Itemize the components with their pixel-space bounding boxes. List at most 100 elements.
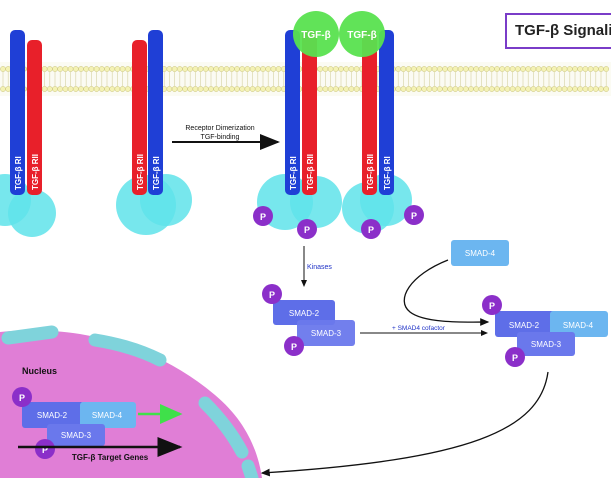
lipid-head xyxy=(598,66,604,72)
lipid-head xyxy=(265,66,272,72)
lipid-head xyxy=(57,66,64,72)
lipid-head xyxy=(41,86,48,92)
lipid-head xyxy=(577,66,584,72)
lipid-head xyxy=(322,66,329,72)
lipid-head xyxy=(416,66,422,72)
lipid-head xyxy=(603,66,610,72)
lipid-head xyxy=(46,66,53,72)
kinase-domain xyxy=(8,189,56,237)
lipid-head xyxy=(410,86,417,92)
svg-text:SMAD-4: SMAD-4 xyxy=(92,411,123,420)
lipid-head xyxy=(322,86,329,92)
lipid-head xyxy=(442,86,448,92)
lipid-head xyxy=(98,66,105,72)
receptor-ri-3: TGF-β RI xyxy=(285,30,300,195)
lipid-head xyxy=(182,66,188,72)
lipid-head xyxy=(327,86,334,92)
lipid-head xyxy=(561,66,568,72)
lipid-head xyxy=(124,66,131,72)
phospho-icon xyxy=(297,219,317,239)
lipid-head xyxy=(546,66,552,72)
tgf-beta-ligand-2: TGF-β xyxy=(339,11,385,57)
dimerization-label-2: TGF-binding xyxy=(201,134,240,141)
lipid-head xyxy=(457,66,464,72)
lipid-head xyxy=(540,66,547,72)
lipid-head xyxy=(218,86,225,92)
lipid-head xyxy=(275,66,282,72)
lipid-head xyxy=(72,66,79,72)
lipid-head xyxy=(473,66,480,72)
phospho-icon xyxy=(404,205,424,225)
lipid-head xyxy=(249,86,256,92)
lipid-head xyxy=(473,86,480,92)
lipid-head xyxy=(452,86,459,92)
lipid-head xyxy=(343,66,350,72)
smad2-smad4-smad3-complex: SMAD-2 SMAD-4 SMAD-3 P P xyxy=(482,295,608,367)
lipid-head xyxy=(119,86,126,92)
lipid-head xyxy=(218,66,225,72)
lipid-head xyxy=(338,66,344,72)
lipid-head xyxy=(192,66,199,72)
lipid-head xyxy=(332,86,339,92)
lipid-head xyxy=(124,86,131,92)
svg-text:P: P xyxy=(291,342,297,352)
lipid-head xyxy=(488,66,495,72)
svg-text:P: P xyxy=(42,445,48,455)
lipid-head xyxy=(447,66,454,72)
lipid-head xyxy=(546,86,552,92)
lipid-head xyxy=(348,86,355,92)
lipid-head xyxy=(551,66,558,72)
nuclear-smad-complex: SMAD-2 SMAD-4 SMAD-3 P P TGF-β Target Ge… xyxy=(12,387,183,462)
smad4-recruit-arrow xyxy=(403,259,490,326)
receptor-rii-3-label: TGF-β RII xyxy=(306,154,315,190)
lipid-head xyxy=(520,66,526,72)
lipid-head xyxy=(488,86,495,92)
lipid-head xyxy=(436,66,443,72)
lipid-head xyxy=(462,86,469,92)
lipid-head xyxy=(587,66,594,72)
lipid-head xyxy=(88,66,95,72)
lipid-head xyxy=(62,66,69,72)
svg-text:SMAD-3: SMAD-3 xyxy=(311,329,342,338)
lipid-head xyxy=(83,86,90,92)
lipid-head xyxy=(587,86,594,92)
lipid-head xyxy=(171,86,178,92)
phospho-icon xyxy=(253,206,273,226)
lipid-head xyxy=(234,66,240,72)
lipid-head xyxy=(478,66,485,72)
lipid-head xyxy=(478,86,485,92)
lipid-head xyxy=(78,86,84,92)
lipid-head xyxy=(514,66,521,72)
lipid-head xyxy=(187,86,194,92)
target-genes-label: TGF-β Target Genes xyxy=(72,453,149,462)
receptor-ri-4: TGF-β RI xyxy=(379,30,394,195)
lipid-head xyxy=(535,66,542,72)
lipid-head xyxy=(405,66,412,72)
dimerization-label-1: Receptor Dimerization xyxy=(185,125,254,132)
lipid-head xyxy=(187,66,194,72)
svg-text:P: P xyxy=(512,353,518,363)
lipid-head xyxy=(239,66,246,72)
lipid-head xyxy=(208,66,214,72)
lipid-head xyxy=(0,66,6,72)
lipid-head xyxy=(504,86,511,92)
lipid-head xyxy=(249,66,256,72)
lipid-head xyxy=(483,66,490,72)
svg-text:SMAD-2: SMAD-2 xyxy=(289,309,320,318)
lipid-head xyxy=(431,86,438,92)
lipid-head xyxy=(270,66,277,72)
lipid-head xyxy=(535,86,542,92)
lipid-head xyxy=(109,66,116,72)
lipid-head xyxy=(499,66,506,72)
receptor-ri-2: TGF-β RI xyxy=(148,30,163,195)
lipid-head xyxy=(421,66,428,72)
lipid-head xyxy=(462,66,469,72)
lipid-head xyxy=(166,86,173,92)
lipid-head xyxy=(270,86,277,92)
lipid-head xyxy=(421,86,428,92)
cofactor-label: + SMAD4 cofactor xyxy=(392,325,446,332)
lipid-head xyxy=(244,66,251,72)
lipid-head xyxy=(592,86,599,92)
lipid-head xyxy=(582,66,589,72)
